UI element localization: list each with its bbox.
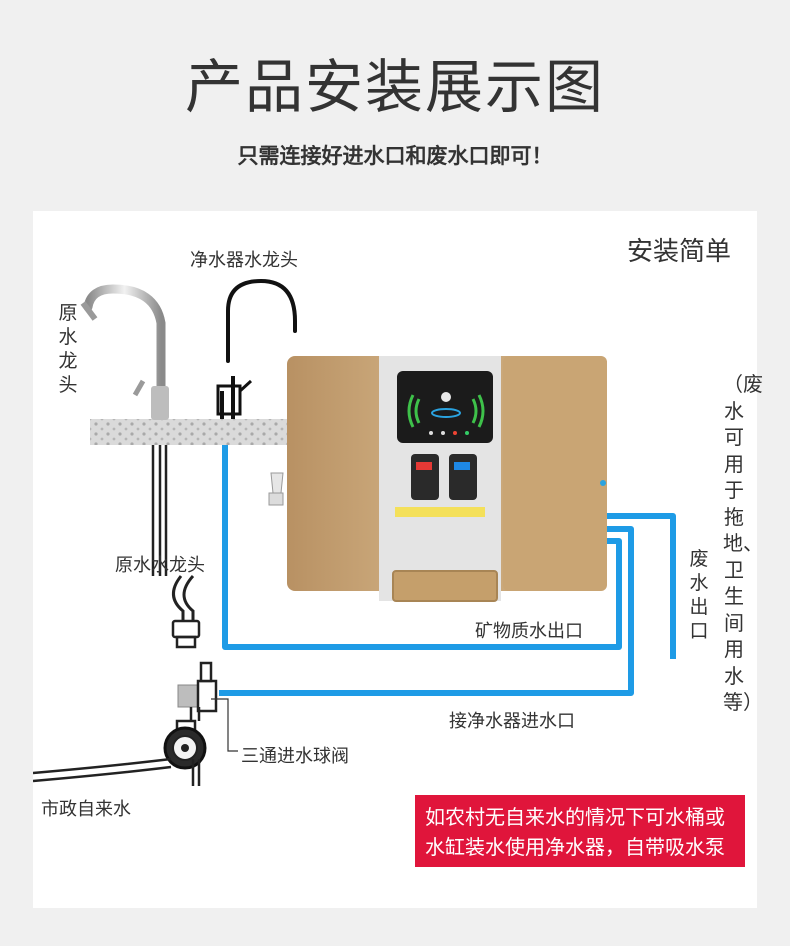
- water-meter-icon: [33, 719, 207, 786]
- page-title: 产品安装展示图: [184, 53, 605, 121]
- waste-usage-note: （废水可用于拖地、卫生间用水等）: [723, 372, 763, 714]
- purifier-faucet-icon: [216, 278, 297, 419]
- installation-diagram-card: 安装简单 净水器水龙头 原水龙头 原水水龙头 矿物质水出口 接净水器进水口 三通…: [33, 211, 763, 908]
- water-purifier-machine: [268, 356, 607, 602]
- simple-install-badge: 安装简单: [626, 237, 731, 267]
- purifier-faucet-label: 净水器水龙头: [190, 250, 298, 271]
- rural-usage-note-line-2: 水缸装水使用净水器，自带吸水泵: [425, 835, 725, 859]
- mineral-outlet-label: 矿物质水出口: [475, 621, 583, 642]
- rural-usage-note: 如农村无自来水的情况下可水桶或 水缸装水使用净水器，自带吸水泵: [415, 795, 745, 867]
- page-subtitle: 只需连接好进水口和废水口即可！: [237, 144, 553, 168]
- raw-water-faucet-icon: [80, 284, 169, 420]
- raw-faucet-hose-label: 原水水龙头: [115, 555, 205, 576]
- blue-water-pipes: [219, 445, 676, 696]
- municipal-water-label: 市政自来水: [41, 799, 131, 820]
- raw-faucet-vertical-label: 原水龙头: [58, 302, 78, 396]
- three-way-valve-icon: [177, 661, 218, 721]
- rural-usage-note-line-1: 如农村无自来水的情况下可水桶或: [425, 805, 725, 829]
- purifier-inlet-label: 接净水器进水口: [449, 711, 575, 732]
- waste-outlet-label: 废水出口: [689, 548, 709, 642]
- installation-diagram: [33, 278, 676, 786]
- three-way-valve-label: 三通进水球阀: [241, 746, 349, 767]
